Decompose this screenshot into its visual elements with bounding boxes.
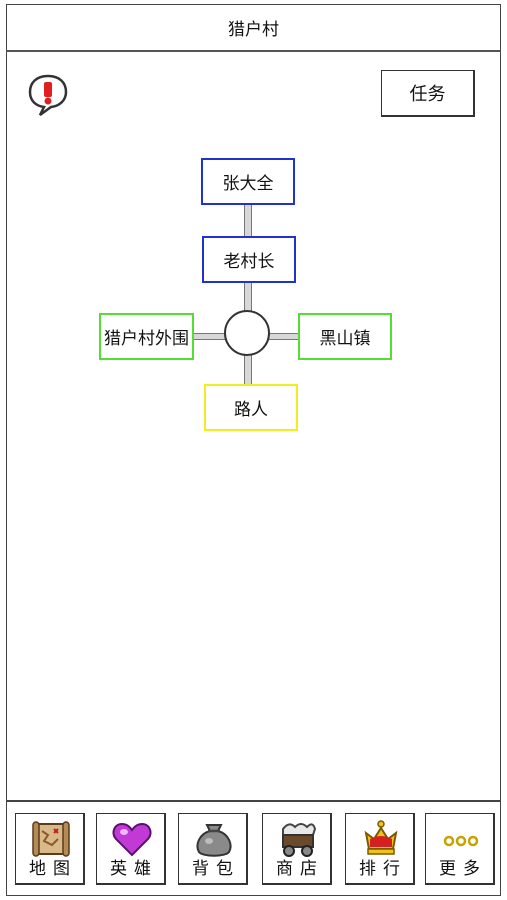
tab-ranking[interactable]: 排行 xyxy=(345,813,415,885)
tab-hero[interactable]: 英雄 xyxy=(96,813,166,885)
road-west xyxy=(193,333,225,340)
purple-heart-icon xyxy=(112,822,152,857)
tab-label: 排行 xyxy=(359,859,407,879)
bottom-nav-bar xyxy=(6,800,501,896)
tab-map[interactable]: 地图 xyxy=(15,813,85,885)
npc-node-zhang-daquan[interactable]: 张大全 xyxy=(201,158,295,205)
more-dots-icon xyxy=(443,835,479,847)
task-button[interactable]: 任务 xyxy=(381,70,475,117)
current-location-marker[interactable] xyxy=(224,310,270,356)
road-north-far xyxy=(244,205,252,237)
road-south xyxy=(244,355,252,385)
tab-label: 背包 xyxy=(192,859,240,879)
task-button-label: 任务 xyxy=(409,84,446,105)
title-bar: 猎户村 xyxy=(6,4,501,52)
tab-more[interactable]: 更多 xyxy=(425,813,495,885)
exit-name: 黑山镇 xyxy=(319,329,371,349)
npc-name: 老村长 xyxy=(223,252,275,272)
game-frame xyxy=(6,4,501,896)
npc-name: 路人 xyxy=(234,400,268,420)
tab-shop[interactable]: 商店 xyxy=(262,813,332,885)
tab-label: 英雄 xyxy=(110,859,158,879)
tab-backpack[interactable]: 背包 xyxy=(178,813,248,885)
exit-node-east[interactable]: 黑山镇 xyxy=(298,313,392,360)
sack-icon xyxy=(196,824,232,857)
exit-name: 猎户村外围 xyxy=(104,329,189,349)
exit-node-west[interactable]: 猎户村外围 xyxy=(99,313,194,360)
tab-label: 更多 xyxy=(439,859,487,879)
road-north xyxy=(244,283,252,311)
npc-name: 张大全 xyxy=(222,174,274,194)
location-title: 猎户村 xyxy=(228,20,279,40)
npc-node-passerby[interactable]: 路人 xyxy=(204,384,298,431)
tab-label: 商店 xyxy=(276,859,324,879)
npc-node-village-chief[interactable]: 老村长 xyxy=(202,236,296,283)
tab-label: 地图 xyxy=(29,859,77,879)
map-scroll-icon xyxy=(32,821,70,857)
shop-cart-icon xyxy=(282,823,317,857)
crown-icon xyxy=(364,820,398,855)
alert-bubble-icon[interactable] xyxy=(27,73,69,117)
road-east xyxy=(269,333,299,340)
